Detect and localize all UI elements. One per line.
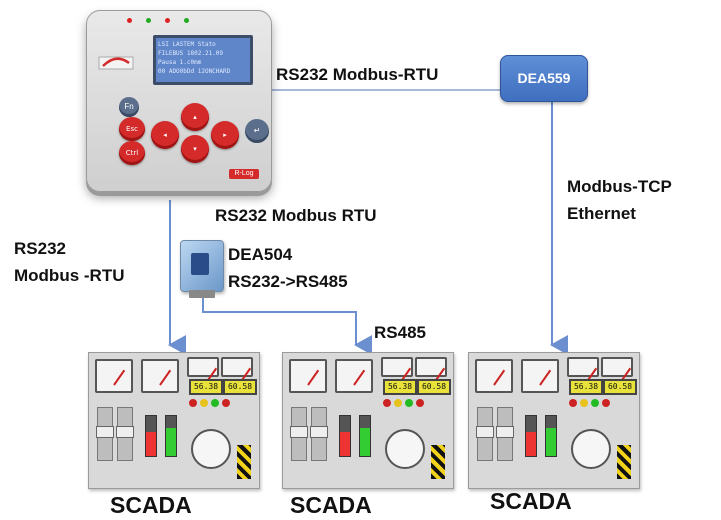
gauge-icon — [221, 357, 253, 377]
hazard-stripe-icon — [617, 445, 631, 479]
dea504-converter-icon — [180, 240, 224, 298]
led-indicator — [127, 18, 132, 23]
level-gauge-icon — [335, 359, 373, 393]
dea504-name: DEA504 — [228, 245, 293, 264]
level-gauge-icon — [521, 359, 559, 393]
slider-icon — [496, 407, 514, 461]
dial-gauge-icon — [385, 429, 425, 469]
ctrl-key-icon: Ctrl — [119, 141, 145, 165]
digital-readout: 60.58 — [417, 379, 451, 395]
scada-label-2: SCADA — [290, 492, 372, 518]
up-arrow-key-icon: ▴ — [181, 103, 209, 131]
scada-panel-1: 56.38 60.58 — [88, 352, 260, 489]
device-keypad: Fn Esc Ctrl ◂ ▴ ▾ ▸ ↵ — [113, 95, 269, 167]
label-modbus-tcp: Modbus-TCP — [567, 177, 672, 196]
slider-icon — [96, 407, 114, 461]
digital-readout: 60.58 — [223, 379, 257, 395]
line-dea504-scada2 — [202, 290, 372, 355]
dea504-description: RS232->RS485 — [228, 272, 348, 291]
pressure-gauge-icon — [95, 359, 133, 393]
fn-key-icon: Fn — [119, 97, 139, 117]
digital-readout: 60.58 — [603, 379, 637, 395]
label-ethernet: Ethernet — [567, 204, 636, 223]
slider-icon — [476, 407, 494, 461]
converter-connector — [189, 290, 215, 298]
label-rs232-modbus-rtu-mid: RS232 Modbus RTU — [215, 206, 377, 225]
level-bar-icon — [359, 415, 371, 457]
converter-face — [191, 253, 209, 275]
slider-icon — [310, 407, 328, 461]
level-bar-icon — [165, 415, 177, 457]
led-indicator — [165, 18, 170, 23]
digital-readout: 56.38 — [383, 379, 417, 395]
gauge-icon — [567, 357, 599, 377]
gauge-icon — [187, 357, 219, 377]
screen-line: FILEBUS 1802.21.09 — [158, 50, 224, 57]
gauge-icon — [415, 357, 447, 377]
level-bar-icon — [339, 415, 351, 457]
label-rs232-modbus-rtu-top: RS232 Modbus-RTU — [276, 65, 439, 84]
screen-line: LSI LASTEM Stato — [158, 41, 216, 48]
slider-icon — [290, 407, 308, 461]
esc-key-icon: Esc — [119, 117, 145, 141]
level-bar-icon — [525, 415, 537, 457]
scada-label-3: SCADA — [490, 488, 572, 514]
label-modbus-rtu-left: Modbus -RTU — [14, 266, 125, 285]
dial-gauge-icon — [191, 429, 231, 469]
lsi-logo-icon — [98, 56, 134, 70]
indicator-buttons — [569, 399, 610, 407]
level-gauge-icon — [141, 359, 179, 393]
scada-panel-2: 56.38 60.58 — [282, 352, 454, 489]
scada-panel-3: 56.38 60.58 — [468, 352, 640, 489]
screen-line: 00 ADO0bDd 12ONCHARD — [158, 68, 231, 75]
digital-readout: 56.38 — [569, 379, 603, 395]
dial-gauge-icon — [571, 429, 611, 469]
right-arrow-key-icon: ▸ — [211, 121, 239, 149]
level-bar-icon — [145, 415, 157, 457]
level-bar-icon — [545, 415, 557, 457]
down-arrow-key-icon: ▾ — [181, 135, 209, 163]
indicator-buttons — [383, 399, 424, 407]
hazard-stripe-icon — [237, 445, 251, 479]
digital-readout: 56.38 — [189, 379, 223, 395]
scada-label-1: SCADA — [110, 492, 192, 518]
data-logger-device: LSI LASTEM Stato FILEBUS 1802.21.09 Paus… — [86, 10, 272, 192]
label-rs232-left: RS232 — [14, 239, 66, 258]
slider-icon — [116, 407, 134, 461]
enter-key-icon: ↵ — [245, 119, 269, 143]
device-brand-badge: R-Log — [229, 169, 259, 179]
device-screen: LSI LASTEM Stato FILEBUS 1802.21.09 Paus… — [153, 35, 253, 85]
indicator-buttons — [189, 399, 230, 407]
dea559-box: DEA559 — [500, 55, 588, 102]
screen-line: Pausa 1.c0mm — [158, 59, 202, 66]
led-indicator — [146, 18, 151, 23]
pressure-gauge-icon — [475, 359, 513, 393]
pressure-gauge-icon — [289, 359, 327, 393]
left-arrow-key-icon: ◂ — [151, 121, 179, 149]
hazard-stripe-icon — [431, 445, 445, 479]
device-leds — [127, 18, 237, 24]
led-indicator — [184, 18, 189, 23]
label-rs485: RS485 — [374, 323, 426, 342]
gauge-icon — [601, 357, 633, 377]
gauge-icon — [381, 357, 413, 377]
